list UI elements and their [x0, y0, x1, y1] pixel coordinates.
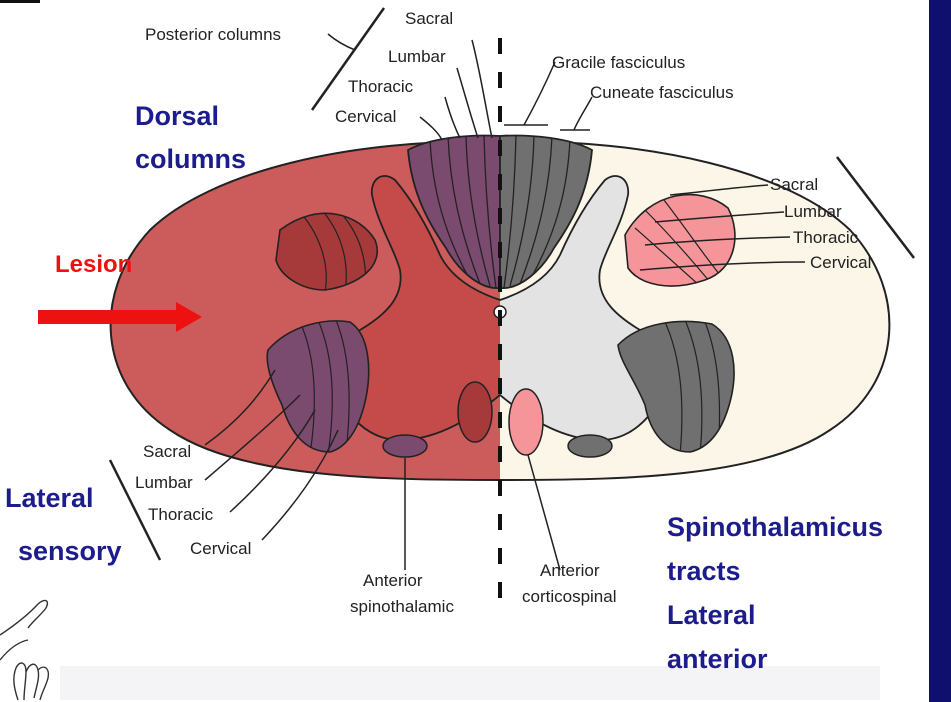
label-dorsal-lumbar: Lumbar	[388, 47, 446, 66]
label-right-sacral: Sacral	[770, 175, 818, 194]
label-left-lumbar: Lumbar	[135, 473, 193, 492]
hand-sketch-icon	[0, 601, 48, 700]
label-posterior-columns: Posterior columns	[145, 25, 281, 44]
overlay-lateral-sensory-line2: sensory	[18, 536, 122, 566]
right-edge-bar-front	[929, 0, 951, 702]
overlay-dorsal-columns-line2: columns	[135, 144, 246, 174]
label-dorsal-thoracic: Thoracic	[348, 77, 414, 96]
label-anterior-corticospinal-1: Anterior	[540, 561, 600, 580]
label-dorsal-sacral: Sacral	[405, 9, 453, 28]
figure-bottom-mask	[330, 616, 630, 664]
label-anterior-spinothalamic-2: spinothalamic	[350, 597, 454, 616]
label-dorsal-cervical: Cervical	[335, 107, 396, 126]
label-left-sacral: Sacral	[143, 442, 191, 461]
label-left-cervical: Cervical	[190, 539, 251, 558]
label-right-thoracic: Thoracic	[793, 228, 859, 247]
anterior-spinothalamic-right	[568, 435, 612, 457]
overlay-spinothalamic-line1: Spinothalamicus	[667, 512, 883, 542]
anterior-tract-left-oval	[458, 382, 492, 442]
overlay-spinothalamic-line3: Lateral	[667, 600, 756, 630]
label-anterior-corticospinal-2: corticospinal	[522, 587, 617, 606]
overlay-dorsal-columns-line1: Dorsal	[135, 101, 219, 131]
overlay-lesion: Lesion	[55, 251, 132, 278]
label-left-thoracic: Thoracic	[148, 505, 214, 524]
label-cuneate-fasciculus: Cuneate fasciculus	[590, 83, 734, 102]
overlay-spinothalamic-line4: anterior	[667, 644, 768, 674]
overlay-spinothalamic-line2: tracts	[667, 556, 741, 586]
anterior-spinothalamic-left	[383, 435, 427, 457]
anterior-corticospinal-right	[509, 389, 543, 455]
label-right-lumbar: Lumbar	[784, 202, 842, 221]
label-gracile-fasciculus: Gracile fasciculus	[552, 53, 685, 72]
label-right-cervical: Cervical	[810, 253, 871, 272]
overlay-lateral-sensory-line1: Lateral	[5, 483, 94, 513]
corner-mark	[0, 0, 40, 3]
label-anterior-spinothalamic-1: Anterior	[363, 571, 423, 590]
